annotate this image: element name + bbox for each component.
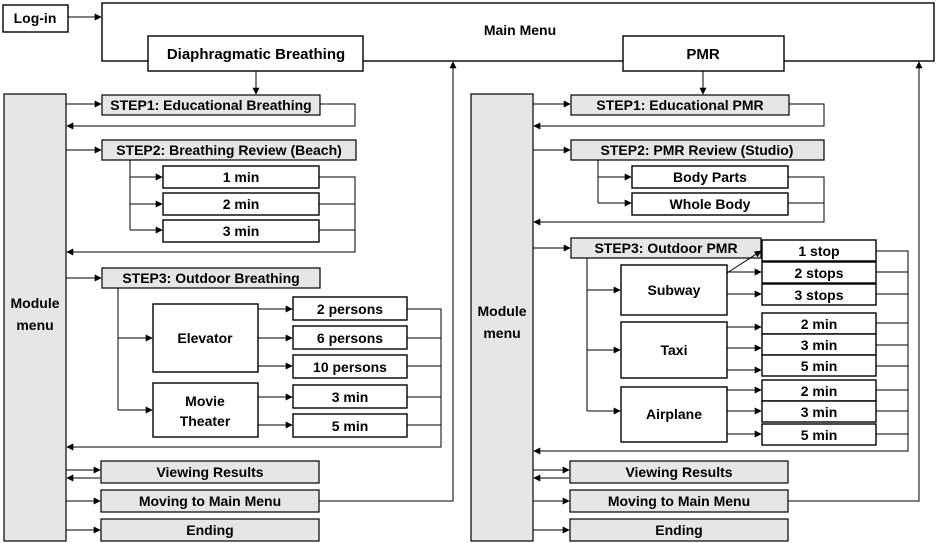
db-ending-label: Ending	[186, 522, 233, 538]
db-step1-return-arrow	[66, 103, 356, 130]
db-module-label-2: menu	[16, 317, 53, 333]
pmr-title-label: PMR	[686, 46, 720, 63]
pmr-subway-label: Subway	[648, 282, 701, 298]
pmr-taxi-2min-label: 2 min	[801, 316, 838, 332]
pmr-wholebody-label: Whole Body	[670, 196, 751, 212]
db-moving-node: Moving to Main Menu	[100, 489, 320, 513]
db-module-label-1: Module	[11, 295, 60, 311]
pmr-step2-node: STEP2: PMR Review (Studio)	[570, 139, 825, 161]
pmr-airplane-5min-label: 5 min	[801, 427, 838, 443]
pmr-airplane-2min-label: 2 min	[801, 383, 838, 399]
db-step2-return-arrow	[66, 176, 356, 256]
pmr-back-to-main-arrow	[788, 61, 923, 502]
db-step2-3min-node: 3 min	[162, 219, 320, 243]
db-module-menu: Module menu	[3, 93, 67, 542]
pmr-airplane-5min-node: 5 min	[761, 423, 877, 446]
pmr-title-node: PMR	[622, 35, 785, 72]
db-movie-label-2: Theater	[180, 413, 231, 429]
pmr-ending-label: Ending	[655, 522, 702, 538]
db-step2-3min-label: 3 min	[223, 223, 260, 239]
pmr-taxi-label: Taxi	[661, 342, 688, 358]
pmr-step3-label: STEP3: Outdoor PMR	[594, 240, 737, 256]
db-6persons-label: 6 persons	[317, 330, 383, 346]
pmr-wholebody-node: Whole Body	[631, 192, 789, 216]
login-label: Log-in	[14, 10, 57, 26]
pmr-airplane-3min-node: 3 min	[761, 400, 877, 423]
db-movie-3min-label: 3 min	[332, 389, 369, 405]
pmr-moving-label: Moving to Main Menu	[608, 493, 750, 509]
pmr-viewing-label: Viewing Results	[625, 464, 732, 480]
pmr-taxi-3min-node: 3 min	[761, 333, 877, 356]
db-step3-node: STEP3: Outdoor Breathing	[101, 267, 321, 289]
pmr-3stops-label: 3 stops	[794, 287, 843, 303]
db-viewing-node: Viewing Results	[100, 460, 320, 484]
db-movie-label-1: Movie	[185, 393, 225, 409]
db-moving-label: Moving to Main Menu	[139, 493, 281, 509]
db-2persons-node: 2 persons	[292, 296, 408, 321]
pmr-moving-node: Moving to Main Menu	[569, 489, 789, 513]
pmr-ending-node: Ending	[569, 518, 789, 542]
pmr-airplane-node: Airplane	[620, 386, 728, 443]
db-step1-label: STEP1: Educational Breathing	[110, 97, 311, 113]
db-movie-5min-node: 5 min	[292, 413, 408, 438]
db-viewing-label: Viewing Results	[156, 464, 263, 480]
pmr-2stops-node: 2 stops	[761, 261, 877, 284]
db-step3-return-arrow	[66, 308, 442, 451]
db-step2-2min-label: 2 min	[223, 196, 260, 212]
db-step2-1min-node: 1 min	[162, 165, 320, 189]
db-title-label: Diaphragmatic Breathing	[167, 46, 345, 63]
pmr-airplane-3min-label: 3 min	[801, 404, 838, 420]
pmr-taxi-3min-label: 3 min	[801, 337, 838, 353]
db-elevator-label: Elevator	[177, 330, 233, 346]
pmr-taxi-5min-node: 5 min	[761, 354, 877, 377]
pmr-taxi-2min-node: 2 min	[761, 312, 877, 335]
pmr-viewing-node: Viewing Results	[569, 460, 789, 484]
pmr-1stop-label: 1 stop	[798, 243, 839, 259]
pmr-3stops-node: 3 stops	[761, 283, 877, 306]
pmr-step1-label: STEP1: Educational PMR	[596, 97, 763, 113]
db-movie-3min-node: 3 min	[292, 384, 408, 409]
db-10persons-node: 10 persons	[292, 354, 408, 379]
pmr-bodyparts-node: Body Parts	[631, 165, 789, 189]
pmr-airplane-2min-node: 2 min	[761, 379, 877, 402]
db-10persons-label: 10 persons	[313, 359, 387, 375]
db-step2-2min-node: 2 min	[162, 192, 320, 216]
pmr-airplane-label: Airplane	[646, 406, 702, 422]
main-menu-label: Main Menu	[484, 22, 556, 38]
db-2persons-label: 2 persons	[317, 301, 383, 317]
pmr-bodyparts-label: Body Parts	[673, 169, 747, 185]
pmr-step3-return-arrow	[533, 250, 909, 455]
pmr-step2-label: STEP2: PMR Review (Studio)	[601, 142, 794, 158]
db-movie-5min-label: 5 min	[332, 418, 369, 434]
db-step1-node: STEP1: Educational Breathing	[101, 94, 321, 116]
db-ending-node: Ending	[100, 518, 320, 542]
pmr-step1-return-arrow	[533, 103, 825, 130]
login-node: Log-in	[2, 4, 69, 33]
db-movie-node: Movie Theater	[152, 382, 259, 438]
db-back-to-main-arrow	[319, 61, 457, 502]
db-step2-label: STEP2: Breathing Review (Beach)	[116, 142, 342, 158]
db-step3-label: STEP3: Outdoor Breathing	[122, 270, 299, 286]
pmr-module-label-2: menu	[483, 325, 520, 341]
db-elevator-node: Elevator	[152, 303, 259, 373]
pmr-step2-return-arrow	[533, 176, 825, 226]
db-step2-node: STEP2: Breathing Review (Beach)	[101, 139, 357, 161]
db-title-node: Diaphragmatic Breathing	[147, 35, 364, 72]
pmr-step1-node: STEP1: Educational PMR	[570, 94, 790, 116]
db-6persons-node: 6 persons	[292, 325, 408, 350]
pmr-step3-node: STEP3: Outdoor PMR	[570, 237, 762, 259]
pmr-1stop-arrow	[726, 250, 762, 274]
pmr-module-menu: Module menu	[470, 93, 534, 542]
pmr-2stops-label: 2 stops	[794, 265, 843, 281]
pmr-subway-node: Subway	[620, 264, 728, 316]
db-step2-1min-label: 1 min	[223, 169, 260, 185]
pmr-module-label-1: Module	[478, 303, 527, 319]
pmr-taxi-5min-label: 5 min	[801, 358, 838, 374]
pmr-taxi-node: Taxi	[620, 321, 728, 379]
pmr-1stop-node: 1 stop	[761, 239, 877, 262]
